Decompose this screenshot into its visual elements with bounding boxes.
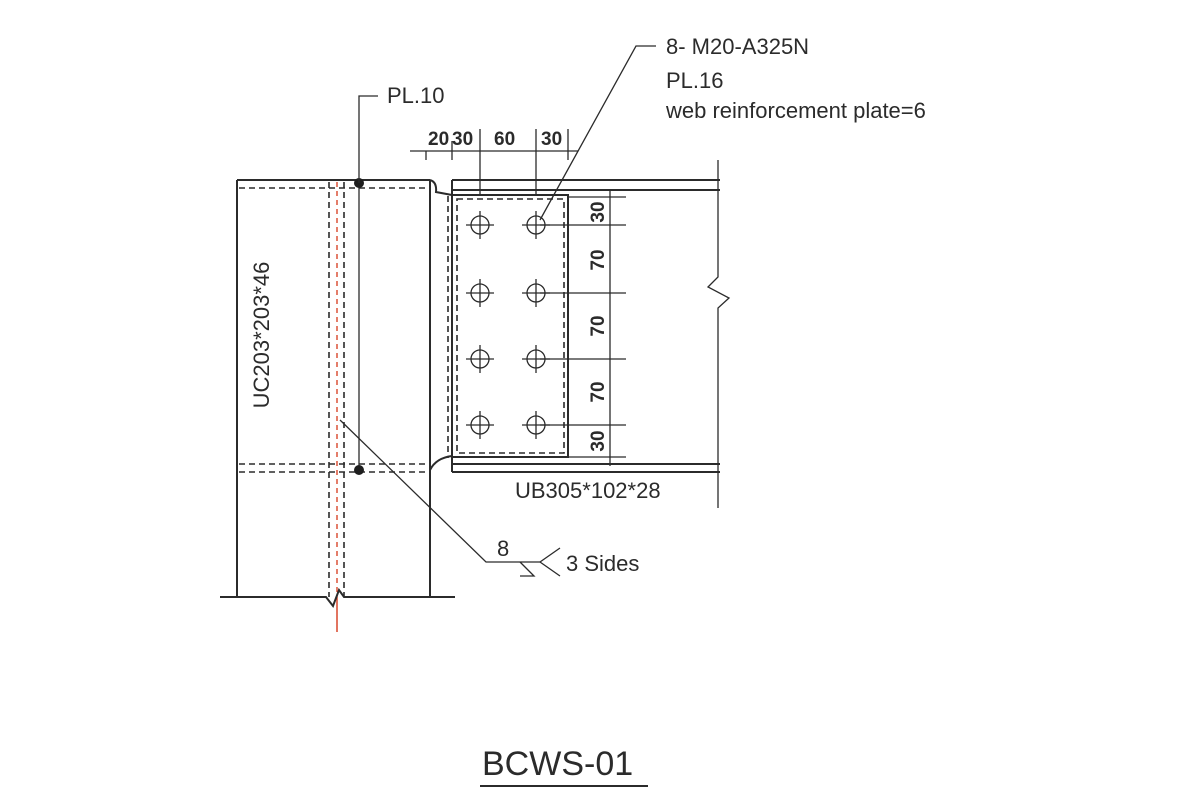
- beam-section-label: UB305*102*28: [515, 478, 661, 503]
- dim-30-left: 30: [452, 129, 473, 150]
- plate-spec: PL.16: [666, 68, 724, 93]
- bolt-leader: [539, 45, 656, 221]
- bolt-spec: 8- M20-A325N: [666, 34, 809, 59]
- column-plate-label: PL.10: [387, 83, 445, 108]
- weld-symbol: 8 3 Sides: [339, 419, 639, 577]
- dim-20: 20: [428, 129, 449, 150]
- bolt-icon: [466, 211, 494, 239]
- column-notch-bottom: [429, 455, 453, 471]
- column-break-line: [220, 587, 455, 609]
- web-reinforcement-plate: [456, 198, 565, 454]
- beam-break-line: [706, 160, 731, 508]
- dim-v-30-top: 30: [588, 201, 609, 222]
- column-plate-node-bottom: [354, 465, 364, 475]
- fillet-weld-icon: [519, 561, 536, 577]
- dim-30-right: 30: [541, 129, 562, 150]
- horizontal-dimensions: 20 30 60 30: [410, 129, 578, 195]
- weld-note: 3 Sides: [566, 551, 639, 576]
- vertical-dimensions: 30 70 70 70 30: [540, 190, 626, 466]
- shear-plate: [447, 194, 569, 458]
- bolt-icon: [466, 345, 494, 373]
- dim-v-70-2: 70: [588, 315, 609, 336]
- reinforcement-spec: web reinforcement plate=6: [665, 98, 926, 123]
- column-notch-top: [429, 179, 453, 196]
- bolt-group: [466, 211, 550, 439]
- weld-size: 8: [497, 536, 509, 561]
- dim-60: 60: [494, 129, 515, 150]
- dim-v-30-bottom: 30: [588, 430, 609, 451]
- dim-v-70-1: 70: [588, 249, 609, 270]
- weld-leader: [339, 419, 540, 563]
- beam: UB305*102*28: [451, 160, 731, 508]
- dim-v-70-3: 70: [588, 381, 609, 402]
- column-section-label: UC203*203*46: [249, 262, 274, 409]
- bolt-icon: [466, 411, 494, 439]
- bolt-icon: [466, 279, 494, 307]
- detail-title: BCWS-01: [482, 745, 633, 783]
- weld-tail-icon: [539, 547, 561, 577]
- plate-leader: [358, 95, 378, 183]
- fin-plate: [451, 194, 569, 458]
- column: PL.10 UC203*203*46: [220, 83, 455, 632]
